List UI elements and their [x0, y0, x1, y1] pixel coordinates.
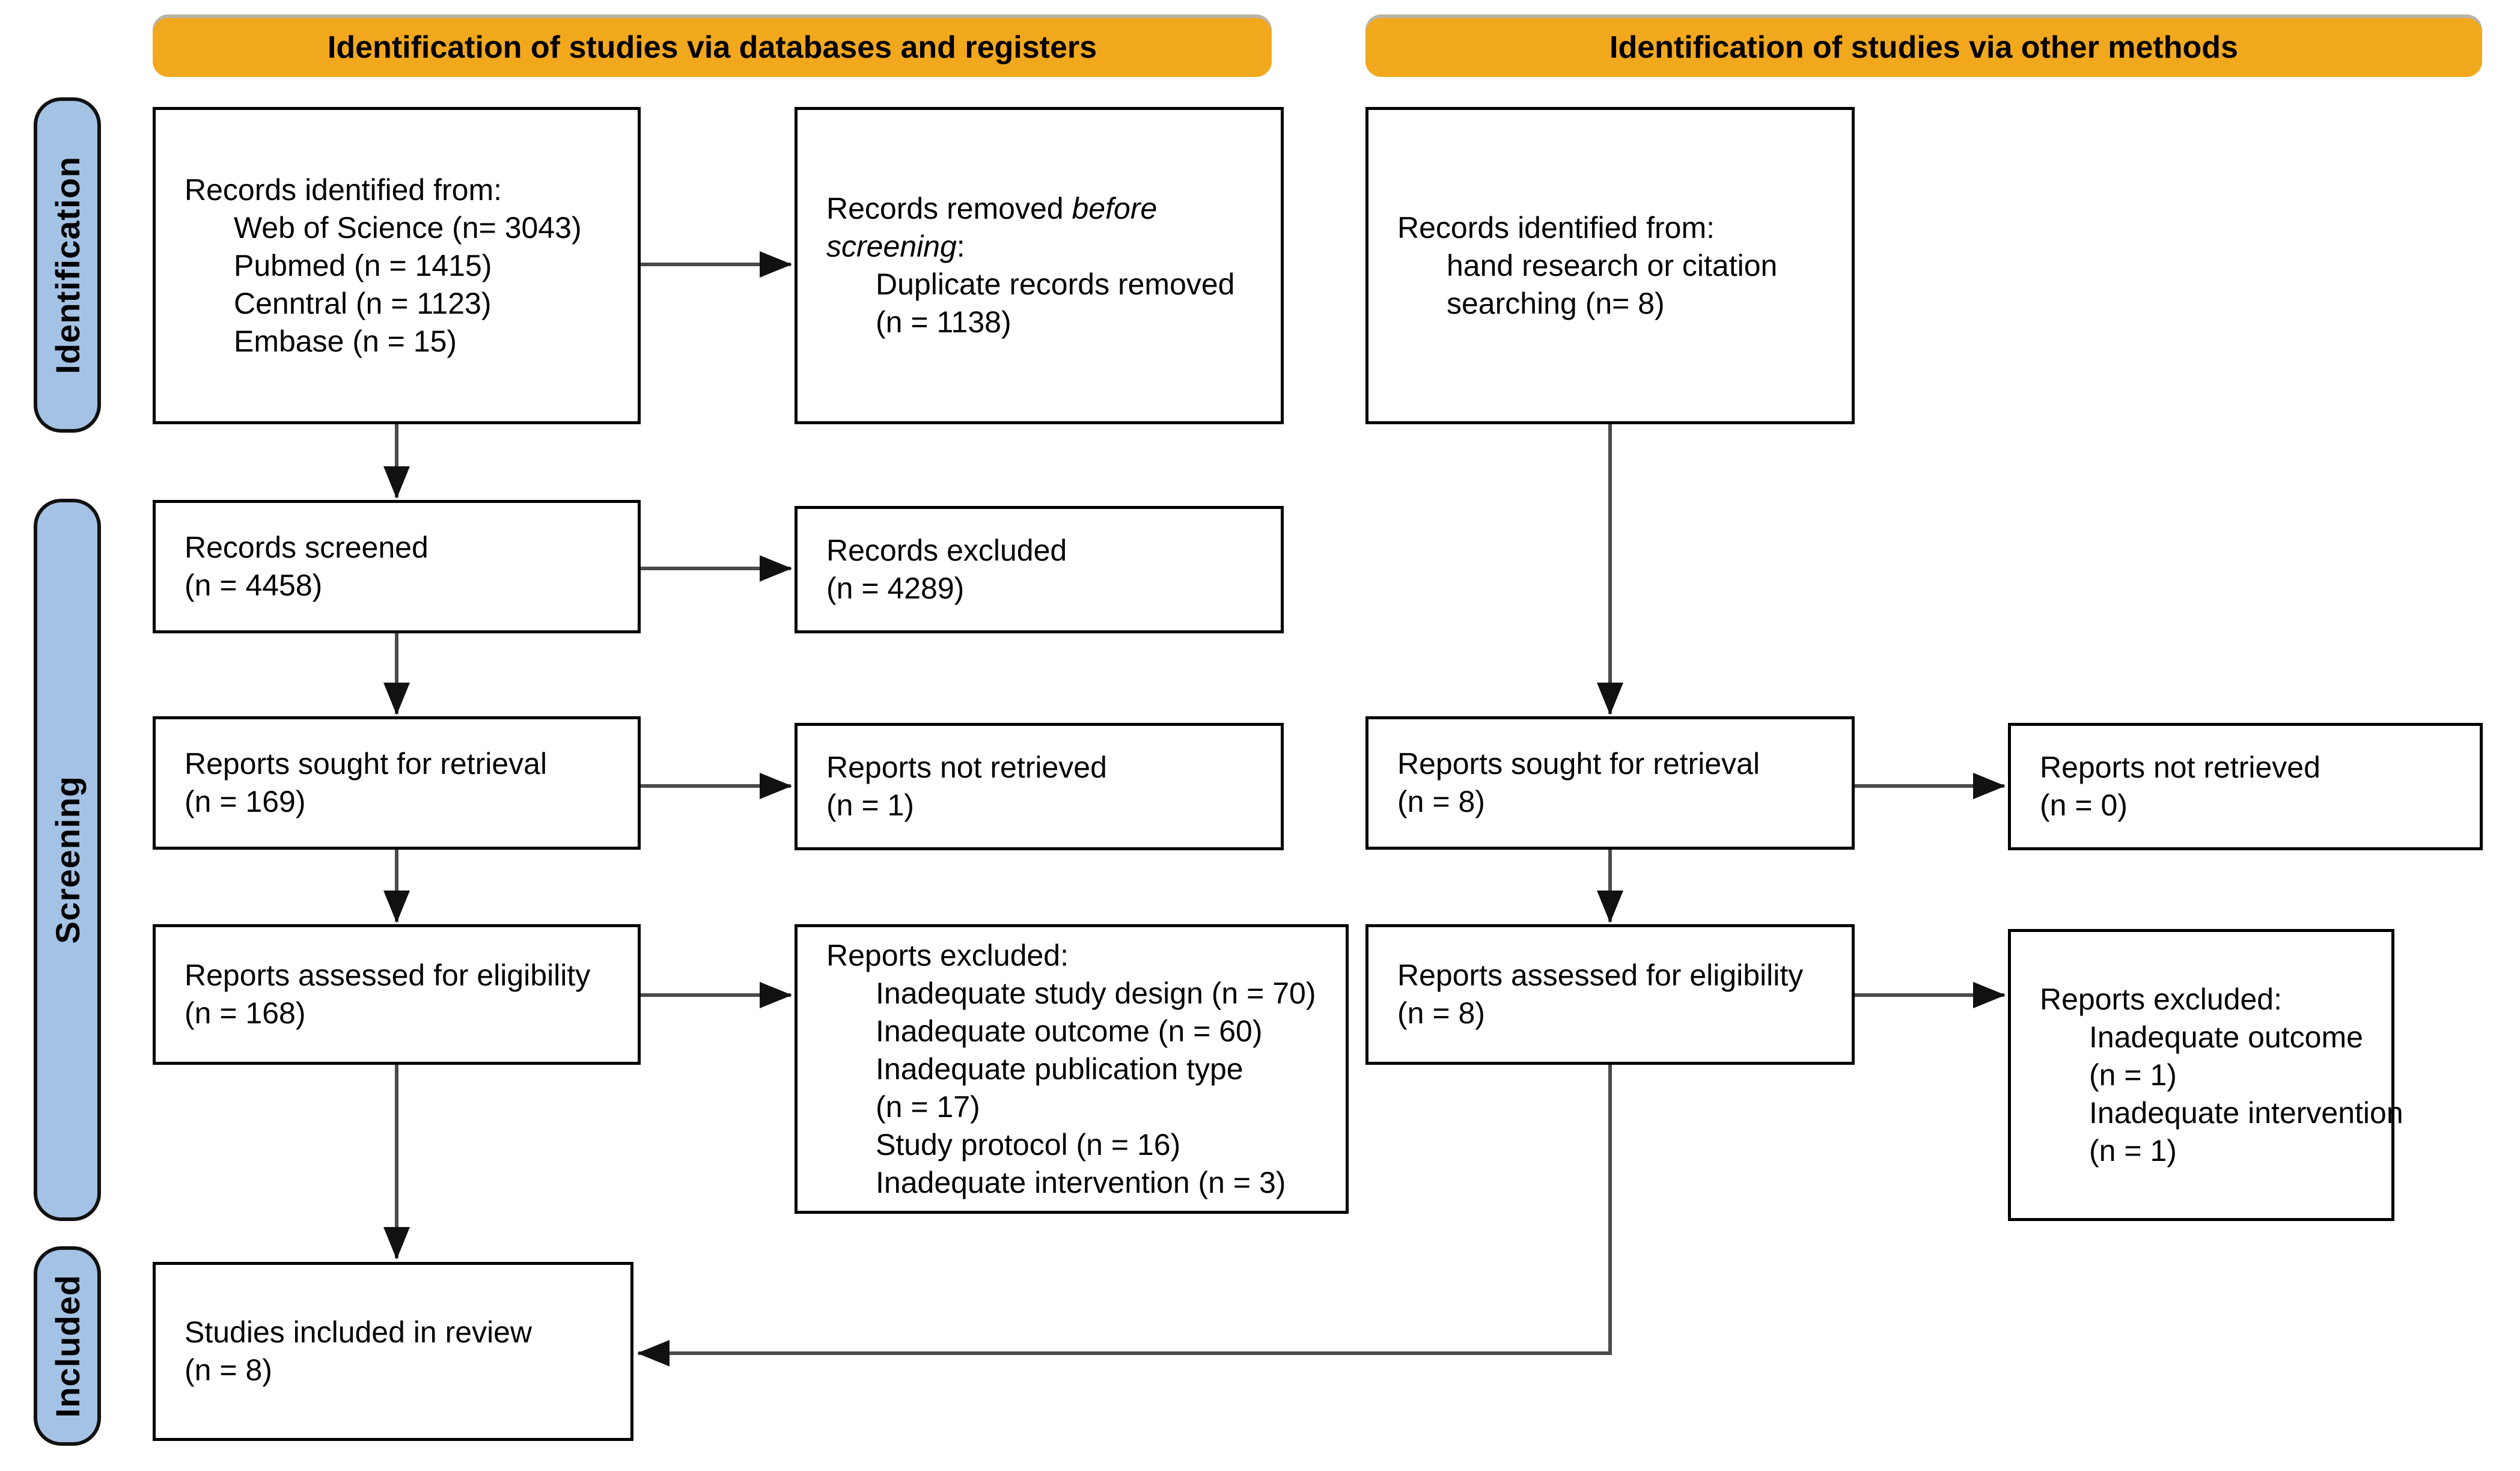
banner-databases-registers-label: Identification of studies via databases …	[327, 30, 1097, 65]
box-text-line: (n = 8)	[185, 1353, 272, 1387]
box-text-line: Reports sought for retrieval	[1397, 747, 1760, 781]
stage-included-label: Included	[48, 1274, 87, 1418]
box-text-line: Reports assessed for eligibility	[1397, 958, 1804, 992]
box-text-line: (n = 8)	[1397, 996, 1485, 1030]
box-text-line: hand research or citation	[1447, 248, 1778, 282]
stage-included: Included	[34, 1246, 101, 1446]
box-reports-assessed-databases: Reports assessed for eligibility (n = 168…	[153, 924, 641, 1065]
box-reports-sought-databases: Reports sought for retrieval (n = 169)	[153, 716, 641, 850]
banner-other-methods-label: Identification of studies via other meth…	[1609, 30, 2238, 65]
box-text-line: Records removed before	[826, 192, 1158, 225]
banner-databases-registers: Identification of studies via databases …	[153, 18, 1272, 77]
box-reports-not-retrieved-databases: Reports not retrieved (n = 1)	[795, 723, 1284, 850]
box-text-line: Inadequate intervention	[2089, 1095, 2403, 1130]
box-records-identified-other: Records identified from:hand research or…	[1365, 107, 1855, 424]
box-text-line: Reports sought for retrieval	[185, 747, 548, 781]
box-text-line: Reports excluded:	[826, 938, 1069, 972]
box-text-line: Reports not retrieved	[826, 751, 1107, 784]
box-studies-included: Studies included in review (n = 8)	[153, 1262, 633, 1441]
box-text-line: (n = 169)	[185, 785, 306, 818]
box-text-line: (n = 168)	[185, 996, 306, 1030]
box-text-line: (n = 4289)	[826, 571, 965, 605]
box-reports-excluded-databases: Reports excluded: Inadequate study design…	[795, 924, 1349, 1214]
box-text-line: Embase (n = 15)	[234, 324, 457, 358]
box-reports-sought-other: Reports sought for retrieval (n = 8)	[1365, 716, 1855, 850]
box-text-line: (n = 1)	[826, 788, 914, 822]
stage-identification-label: Identification	[48, 156, 87, 374]
box-text-line: (n = 1)	[2089, 1058, 2177, 1092]
stage-screening-label: Screening	[48, 776, 87, 944]
box-text-line: (n = 8)	[1397, 785, 1485, 818]
box-text-line: Records excluded	[826, 534, 1067, 567]
box-records-excluded: Records excluded (n = 4289)	[795, 506, 1284, 633]
box-text-line: Records identified from:	[185, 172, 502, 207]
box-text-line: Reports not retrieved	[2040, 751, 2320, 784]
box-text-line: (n = 4458)	[185, 568, 323, 602]
box-text-line: Inadequate outcome (n = 60)	[876, 1014, 1263, 1048]
box-text-line: Study protocol (n = 16)	[876, 1127, 1181, 1162]
box-text-line: (n = 17)	[876, 1089, 980, 1124]
banner-other-methods: Identification of studies via other meth…	[1365, 18, 2482, 77]
box-reports-not-retrieved-other: Reports not retrieved (n = 0)	[2008, 723, 2483, 850]
box-text-line: Reports assessed for eligibility	[185, 958, 591, 992]
box-text-line: Cenntral (n = 1123)	[234, 286, 492, 320]
box-records-identified-databases: Records identified from:Web of Science (…	[153, 107, 641, 424]
box-text-line: Web of Science (n= 3043)	[234, 210, 582, 245]
box-text-line: screening:	[826, 230, 965, 263]
box-text-line: Inadequate study design (n = 70)	[876, 976, 1316, 1010]
box-text-line: Pubmed (n = 1415)	[234, 248, 492, 282]
box-text-line: Records identified from:	[1397, 210, 1715, 245]
box-text-line: searching (n= 8)	[1447, 286, 1665, 320]
box-text-line: (n = 0)	[2040, 788, 2128, 822]
box-text-line: (n = 1)	[2089, 1133, 2177, 1168]
stage-identification: Identification	[34, 97, 101, 433]
box-records-removed-before-screening: Records removed before screening: Duplicat…	[795, 107, 1284, 424]
box-text-line: Inadequate outcome	[2089, 1020, 2363, 1054]
box-text-line: Inadequate intervention (n = 3)	[876, 1165, 1286, 1199]
box-text-line: Inadequate publication type	[876, 1052, 1243, 1086]
stage-screening: Screening	[34, 499, 101, 1221]
box-records-screened: Records screened (n = 4458)	[153, 500, 641, 633]
box-text-line: (n = 1138)	[876, 305, 1011, 339]
box-reports-excluded-other: Reports excluded: Inadequate outcome (n = …	[2008, 929, 2403, 1221]
box-text-line: Duplicate records removed	[876, 267, 1235, 301]
box-text-line: Studies included in review	[185, 1315, 532, 1349]
box-text-line: Records screened	[185, 531, 429, 564]
box-text-line: Reports excluded:	[2040, 982, 2283, 1016]
box-reports-assessed-other: Reports assessed for eligibility (n = 8)	[1365, 924, 1855, 1065]
